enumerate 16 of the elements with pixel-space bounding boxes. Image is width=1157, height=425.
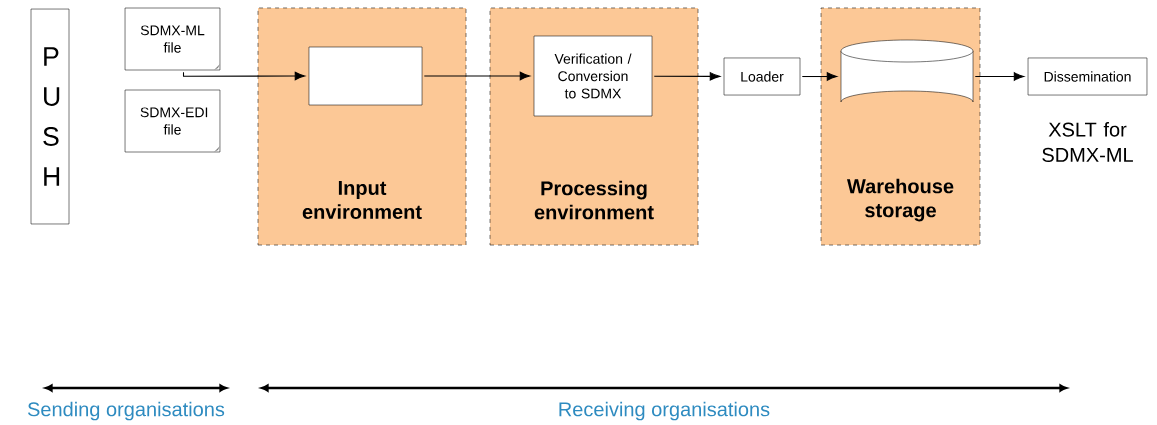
arrow bbox=[423, 71, 531, 81]
process-box: Loader bbox=[723, 57, 801, 96]
arrow bbox=[974, 72, 1025, 81]
arrow bbox=[653, 72, 721, 81]
arrow bbox=[182, 71, 306, 81]
span-label: Receiving organisations bbox=[559, 401, 770, 421]
push-box: P U S H bbox=[30, 8, 70, 225]
arrow bbox=[801, 72, 838, 81]
process-box bbox=[308, 46, 423, 106]
process-box: Dissemination bbox=[1027, 57, 1148, 96]
file-document: SDMX-ML file bbox=[124, 7, 221, 71]
span-label: Sending organisations bbox=[27, 401, 225, 421]
process-box: Verification / Conversion to SDMX bbox=[533, 35, 653, 117]
database-cylinder bbox=[840, 39, 974, 103]
caption-text: XSLT for SDMX-ML bbox=[1042, 122, 1133, 162]
file-document: SDMX-EDI file bbox=[124, 89, 221, 153]
